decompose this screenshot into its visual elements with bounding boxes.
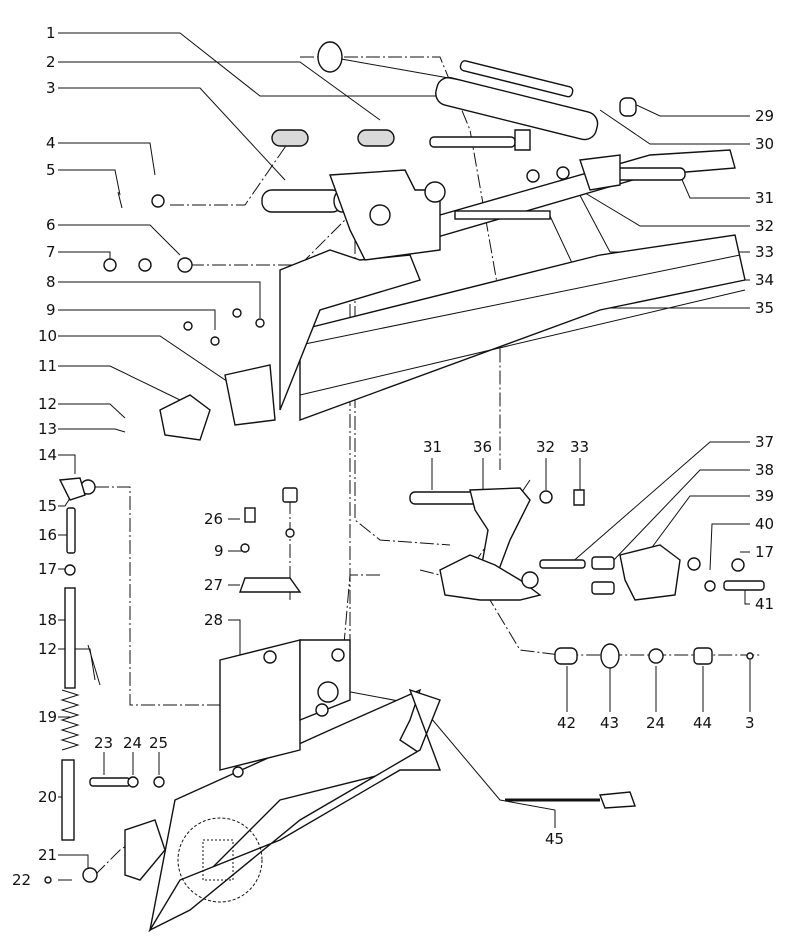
- part-num-32: 32: [755, 217, 774, 235]
- part-num-30: 30: [755, 135, 774, 153]
- part-labels: 1 2 3 4 5 6 7 8 9 10 11 12 13 14 15 16 1…: [12, 24, 774, 889]
- part-num-33-center: 33: [570, 438, 589, 456]
- part-num-43: 43: [600, 714, 619, 732]
- part-num-20: 20: [38, 788, 57, 806]
- part-num-36: 36: [473, 438, 492, 456]
- part-num-14: 14: [38, 446, 57, 464]
- part-num-6: 6: [46, 216, 56, 234]
- part-num-3: 3: [46, 79, 56, 97]
- leader-lines: [58, 32, 751, 881]
- part-num-17-right: 17: [755, 543, 774, 561]
- part-num-27: 27: [204, 576, 223, 594]
- part-num-45: 45: [545, 830, 564, 848]
- part-num-32-center: 32: [536, 438, 555, 456]
- part-num-42: 42: [557, 714, 576, 732]
- part-num-16: 16: [38, 526, 57, 544]
- part-num-39: 39: [755, 487, 774, 505]
- part-num-24: 24: [123, 734, 142, 752]
- part-num-4: 4: [46, 134, 56, 152]
- part-num-37: 37: [755, 433, 774, 451]
- part-num-8: 8: [46, 273, 56, 291]
- part-num-31-center: 31: [423, 438, 442, 456]
- part-num-7: 7: [46, 243, 56, 261]
- part-num-31: 31: [755, 189, 774, 207]
- part-num-9-center: 9: [214, 542, 224, 560]
- part-num-15: 15: [38, 497, 57, 515]
- lower-frame-assembly: [44, 477, 636, 933]
- part-num-21: 21: [38, 846, 57, 864]
- part-num-19: 19: [38, 708, 57, 726]
- part-num-12-lower: 12: [38, 640, 57, 658]
- part-num-41: 41: [755, 595, 774, 613]
- part-num-29: 29: [755, 107, 774, 125]
- part-num-23: 23: [94, 734, 113, 752]
- part-num-18: 18: [38, 611, 57, 629]
- part-num-40: 40: [755, 515, 774, 533]
- part-num-5: 5: [46, 161, 56, 179]
- part-num-13: 13: [38, 420, 57, 438]
- part-num-12: 12: [38, 395, 57, 413]
- part-num-2: 2: [46, 53, 56, 71]
- part-num-34: 34: [755, 271, 774, 289]
- part-num-9: 9: [46, 301, 56, 319]
- part-num-25: 25: [149, 734, 168, 752]
- linkage-assembly: [409, 487, 765, 669]
- part-num-33: 33: [755, 243, 774, 261]
- part-num-44: 44: [693, 714, 712, 732]
- part-num-3-right: 3: [745, 714, 755, 732]
- part-num-24-right: 24: [646, 714, 665, 732]
- part-num-17: 17: [38, 560, 57, 578]
- part-num-1: 1: [46, 24, 56, 42]
- part-num-38: 38: [755, 461, 774, 479]
- part-num-28: 28: [204, 611, 223, 629]
- part-num-26: 26: [204, 510, 223, 528]
- part-num-11: 11: [38, 357, 57, 375]
- part-num-10: 10: [38, 327, 57, 345]
- upper-beam-assembly: [103, 41, 746, 441]
- part-num-35: 35: [755, 299, 774, 317]
- part-num-22: 22: [12, 871, 31, 889]
